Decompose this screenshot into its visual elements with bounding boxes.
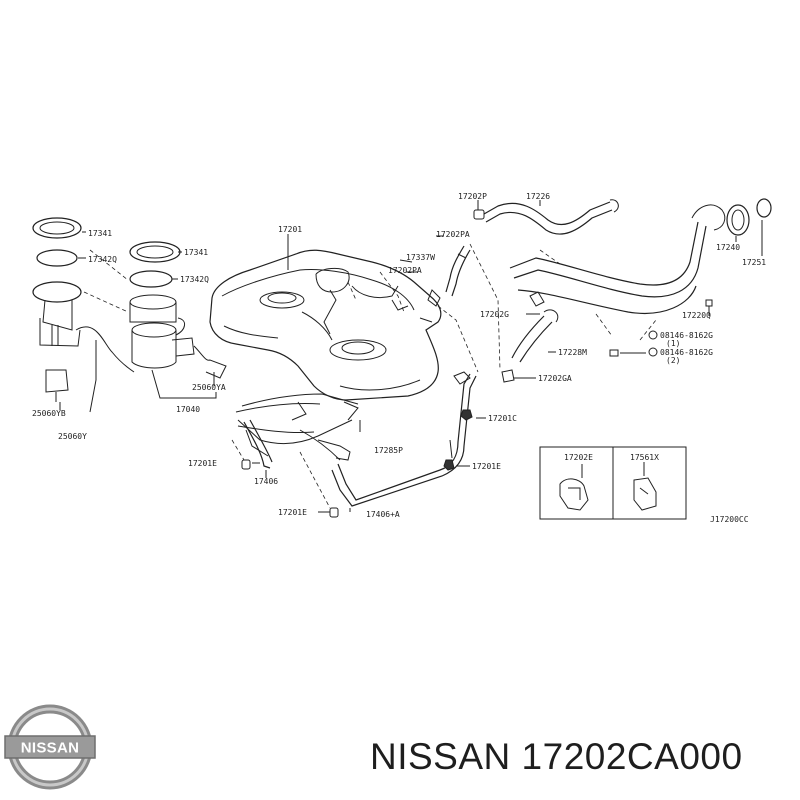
dashed-leader-lines (83, 243, 657, 509)
part-number-label: NISSAN 17202CA000 (370, 736, 743, 777)
callout-17406: 17406 (254, 477, 278, 486)
callout-25060yb: 25060YB (32, 409, 66, 418)
callout-17341-b: 17341 (184, 248, 208, 257)
callout-17201e-a: 17201E (188, 459, 217, 468)
inset-detail-box (539, 446, 687, 520)
fuel-pump-module-drawing (32, 217, 227, 402)
callout-17341-a: 17341 (88, 229, 112, 238)
callout-17201: 17201 (278, 225, 302, 234)
callout-17406a: 17406+A (366, 510, 400, 519)
callout-17228m: 17228M (558, 348, 587, 357)
callout-25060ya: 25060YA (192, 383, 226, 392)
right-leader-lines (252, 200, 763, 513)
circled-index-markers (648, 330, 658, 357)
callout-17202pa-b: 17202PA (388, 266, 422, 275)
callout-17201e-c: 17201E (278, 508, 307, 517)
callout-17201e-b: 17201E (472, 462, 501, 471)
clip-parts-drawing (241, 409, 473, 518)
callout-labels: 17341 17342Q 17341 17342Q 17201 17202P 1… (32, 192, 766, 524)
callout-17342q-a: 17342Q (88, 255, 117, 264)
nissan-logo-text: NISSAN (21, 740, 79, 757)
callout-17337w: 17337W (406, 253, 435, 262)
callout-08146-8162g-a-qty: (1) (666, 339, 680, 348)
fuel-tank-drawing (209, 249, 442, 401)
callout-17342q-b: 17342Q (180, 275, 209, 284)
callout-17202ga: 17202GA (538, 374, 572, 383)
callout-17240: 17240 (716, 243, 740, 252)
callout-25060y: 25060Y (58, 432, 87, 441)
callout-08146-8162g-a: 08146-8162G (660, 331, 713, 340)
callout-17040: 17040 (176, 405, 200, 414)
callout-17220q: 17220Q (682, 311, 711, 320)
nissan-logo: NISSAN (4, 704, 96, 790)
callout-17285p: 17285P (374, 446, 403, 455)
callout-17251: 17251 (742, 258, 766, 267)
filler-tube-drawing (427, 198, 772, 383)
callout-17202p: 17202P (458, 192, 487, 201)
inset-callout-17202e: 17202E (564, 453, 593, 462)
callout-17202g: 17202G (480, 310, 509, 319)
callout-08146-8162g-b-qty: (2) (666, 356, 680, 365)
module-leader-lines (59, 231, 217, 413)
inset-callout-17561x: 17561X (630, 453, 659, 462)
callout-17226: 17226 (526, 192, 550, 201)
diagram-reference-code: J17200CC (710, 515, 749, 524)
callout-17202pa-a: 17202PA (436, 230, 470, 239)
callout-17201c: 17201C (488, 414, 517, 423)
callout-08146-8162g-b: 08146-8162G (660, 348, 713, 357)
